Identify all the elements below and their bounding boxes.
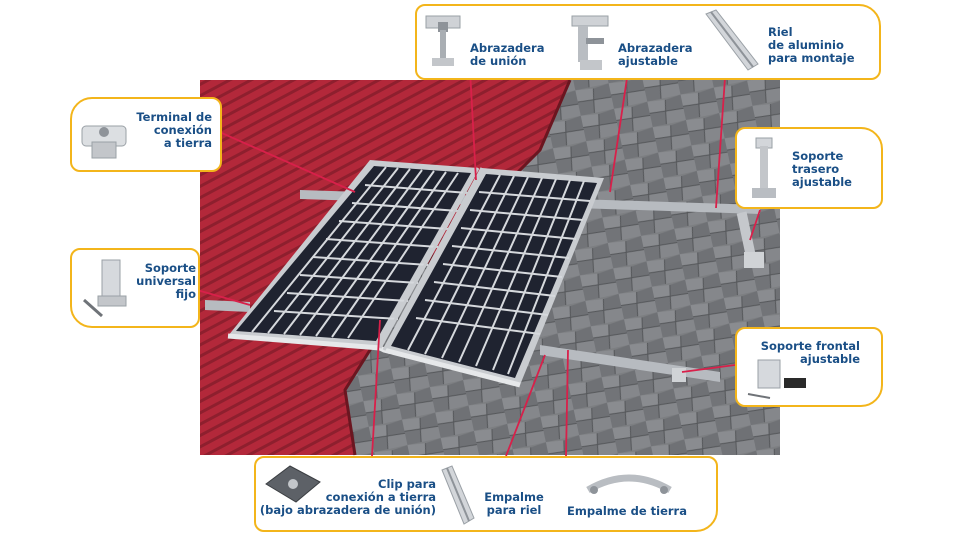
label-clip-tierra: Clip para conexión a tierra (bajo abraza… xyxy=(259,477,436,517)
adjustable-clamp-thumbnail xyxy=(571,15,609,70)
label-abrazadera-ajustable: Abrazadera ajustable xyxy=(618,41,693,68)
label-empalme-tierra: Empalme de tierra xyxy=(567,504,687,518)
ground-terminal-thumbnail xyxy=(81,125,127,159)
ground-clip-thumbnail xyxy=(265,465,321,503)
panel-frame-edges xyxy=(227,167,521,388)
label-abrazadera-union: Abrazadera de unión xyxy=(470,41,545,68)
callout-soporte-universal xyxy=(70,248,200,328)
ground-splice-thumbnail xyxy=(586,474,672,494)
rail-splice-thumbnail xyxy=(441,465,475,525)
universal-support-thumbnail xyxy=(83,259,127,318)
aluminum-rail-thumbnail xyxy=(705,9,759,71)
union-clamp-thumbnail xyxy=(425,15,461,66)
label-soporte-universal: Soporte universal fijo xyxy=(136,261,196,301)
front-support-thumbnail xyxy=(747,359,806,399)
solar-panel-right xyxy=(384,168,604,385)
label-empalme-riel: Empalme para riel xyxy=(484,490,544,517)
label-soporte-frontal: Soporte frontal ajustable xyxy=(760,339,860,366)
callout-bottom-group xyxy=(254,456,718,532)
panel-cell-grid xyxy=(251,166,591,375)
label-riel-aluminio: Riel de aluminio para montaje xyxy=(768,25,855,65)
leader-lines xyxy=(196,69,761,457)
label-soporte-trasero: Soporte trasero ajustable xyxy=(792,149,852,189)
callout-top-group xyxy=(415,4,881,80)
label-terminal-tierra: Terminal de conexión a tierra xyxy=(136,110,212,150)
rear-support-thumbnail xyxy=(752,137,776,198)
